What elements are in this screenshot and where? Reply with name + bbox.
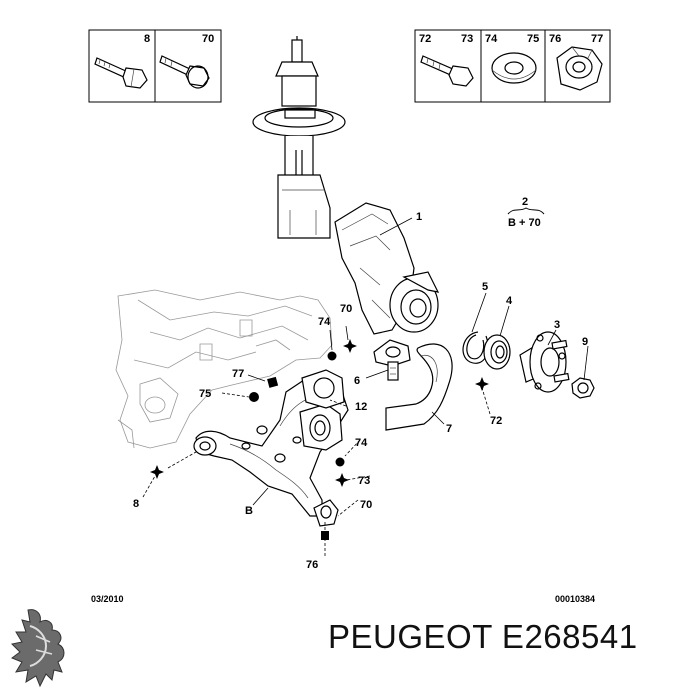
callout-74-box: 74 (485, 33, 498, 45)
bolt-70-drawing (159, 55, 210, 89)
callout-5: 5 (482, 281, 488, 293)
callout-8: 8 (133, 498, 139, 510)
callout-6: 6 (354, 375, 360, 387)
callout-75: 75 (199, 388, 211, 400)
callout-72: 72 (490, 415, 502, 427)
peugeot-lion-logo (10, 609, 65, 688)
callout-77-box: 77 (591, 33, 603, 45)
hardware-box-left: 8 70 (88, 29, 222, 103)
callout-70-bottom: 70 (360, 499, 372, 511)
footer-date: 03/2010 (91, 594, 124, 604)
callout-77: 77 (232, 368, 244, 380)
wheel-hub (519, 331, 570, 393)
leader-lines (142, 217, 589, 556)
callout-72-box: 72 (419, 33, 431, 45)
marker-72 (475, 377, 489, 391)
marker-77 (267, 376, 279, 388)
callout-4: 4 (506, 295, 513, 307)
hardware-markers (150, 339, 489, 540)
bolt-72-drawing (420, 55, 474, 87)
lower-control-arm (193, 369, 349, 527)
callout-75-box: 75 (527, 33, 539, 45)
callout-74-top: 74 (318, 316, 331, 328)
nut-77-drawing (556, 46, 603, 91)
marker-70-star (343, 339, 357, 353)
marker-75 (249, 392, 259, 402)
callout-70-box: 70 (202, 33, 214, 45)
callout-8-box: 8 (144, 33, 150, 45)
callout-2-formula: B + 70 (508, 217, 541, 229)
callout-73: 73 (358, 475, 370, 487)
wheel-bearing (483, 334, 511, 370)
washer-75-drawing (491, 52, 537, 84)
callout-B: B (245, 505, 253, 517)
callout-2: 2 (522, 196, 528, 208)
marker-74-bottom (335, 457, 345, 467)
callout-1: 1 (416, 211, 422, 223)
steering-knuckle (334, 202, 440, 335)
callout-9: 9 (582, 336, 588, 348)
callout-3: 3 (554, 319, 560, 331)
marker-8-left (150, 465, 164, 479)
callout-12: 12 (355, 401, 367, 413)
strut-assembly (252, 36, 346, 239)
callout-74-bottom: 74 (355, 437, 368, 449)
callout-76-box: 76 (549, 33, 561, 45)
marker-73 (335, 473, 349, 487)
callout-labels: 1 2 B + 70 3 4 5 6 7 8 9 12 70 70 72 73 … (133, 196, 588, 571)
footer-reference: 00010384 (555, 594, 595, 604)
subframe-outline (115, 289, 333, 449)
hardware-box-right: 72 73 74 75 76 77 (414, 29, 611, 103)
marker-76 (321, 531, 329, 540)
hub-nut (571, 377, 595, 399)
bolt-8-drawing (94, 57, 148, 89)
marker-74-top (327, 351, 337, 361)
callout-70-top: 70 (340, 303, 352, 315)
brand-part-number: PEUGEOT E268541 (328, 618, 638, 655)
brake-shield (385, 343, 453, 431)
callout-7: 7 (446, 423, 452, 435)
callout-76: 76 (306, 559, 318, 571)
ball-joint (373, 339, 411, 381)
callout-73-box: 73 (461, 33, 473, 45)
